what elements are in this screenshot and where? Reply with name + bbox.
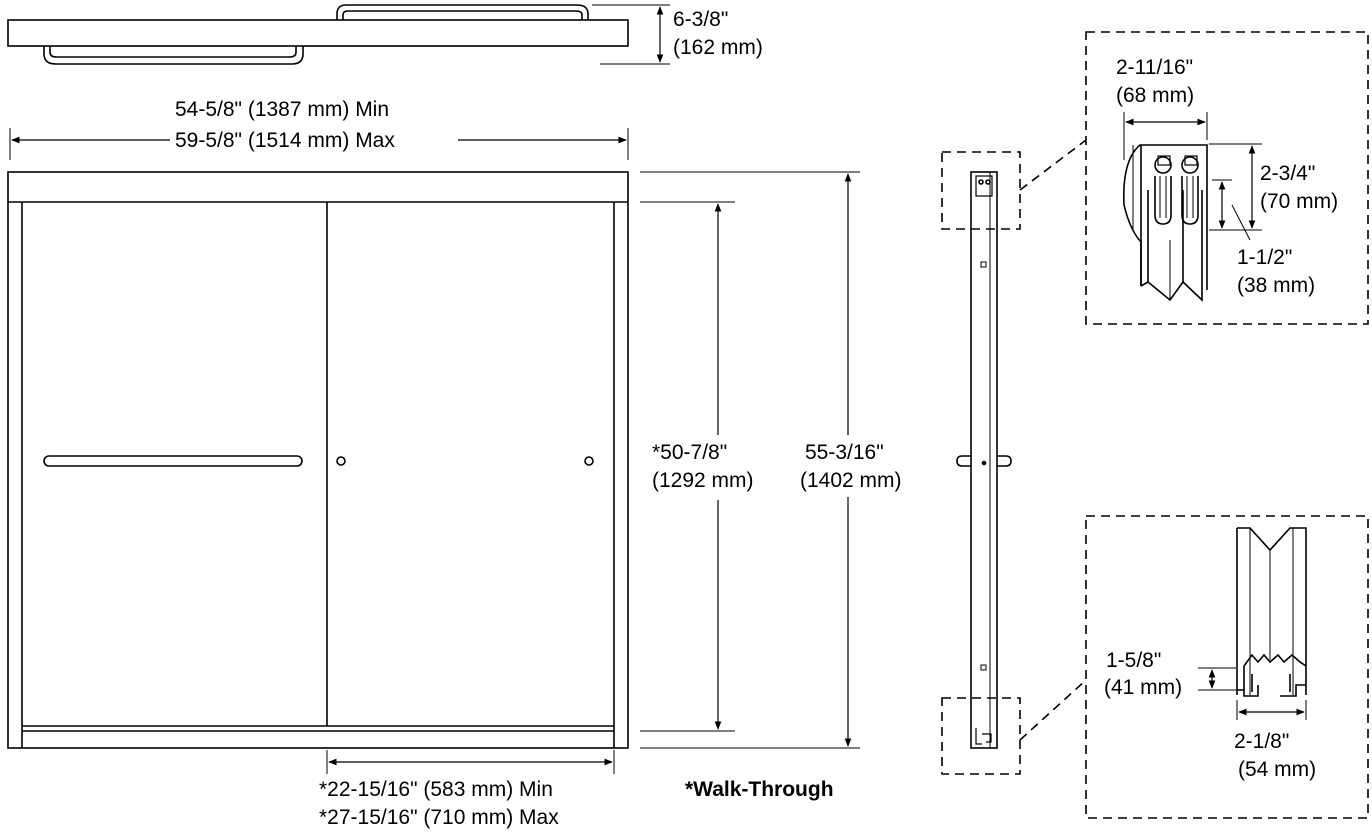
top-view-outer-handle	[336, 4, 589, 20]
door-knob-left	[336, 456, 346, 466]
bottom-detail-width-label: 2-1/8"	[1234, 730, 1289, 753]
top-view-inner-handle	[43, 46, 304, 65]
walk-through-min-label: *22-15/16" (583 mm) Min	[319, 778, 553, 801]
top-detail	[1085, 31, 1369, 325]
bottom-detail-frame	[1085, 515, 1369, 819]
side-profile	[941, 139, 1087, 775]
top-view	[7, 4, 670, 65]
towel-bar	[43, 455, 303, 467]
front-view	[7, 128, 860, 774]
top-height-label-mm: (162 mm)	[673, 36, 763, 59]
bottom-detail-height-label: 1-5/8"	[1106, 649, 1161, 672]
top-detail-width-label-mm: (68 mm)	[1116, 84, 1194, 107]
side-profile-handle	[956, 455, 1012, 467]
door-knob-right	[584, 456, 594, 466]
door-frame	[7, 171, 629, 749]
glass-height-label-mm: (1292 mm)	[652, 469, 754, 492]
top-detail-frame	[1085, 31, 1369, 325]
width-max-label: 59-5/8" (1514 mm) Max	[175, 129, 395, 152]
glass-height-label: *50-7/8"	[652, 441, 727, 464]
walk-through-note: *Walk-Through	[685, 778, 834, 801]
bottom-detail-width-label-mm: (54 mm)	[1238, 758, 1316, 781]
overall-height-label: 55-3/16"	[805, 441, 884, 464]
top-detail-height-label-mm: (70 mm)	[1260, 190, 1338, 213]
top-view-header	[7, 19, 629, 47]
walk-through-max-label: *27-15/16" (710 mm) Max	[319, 806, 559, 829]
top-height-label: 6-3/8"	[673, 8, 728, 31]
top-detail-width-label: 2-11/16"	[1116, 56, 1193, 79]
overall-height-label-mm: (1402 mm)	[800, 469, 902, 492]
width-min-label: 54-5/8" (1387 mm) Min	[175, 98, 389, 121]
top-detail-inner-label-mm: (38 mm)	[1237, 274, 1315, 297]
bottom-detail-height-label-mm: (41 mm)	[1104, 676, 1182, 699]
bottom-detail	[1085, 515, 1369, 819]
top-detail-height-label: 2-3/4"	[1260, 162, 1315, 185]
top-detail-inner-label: 1-1/2"	[1237, 246, 1292, 269]
